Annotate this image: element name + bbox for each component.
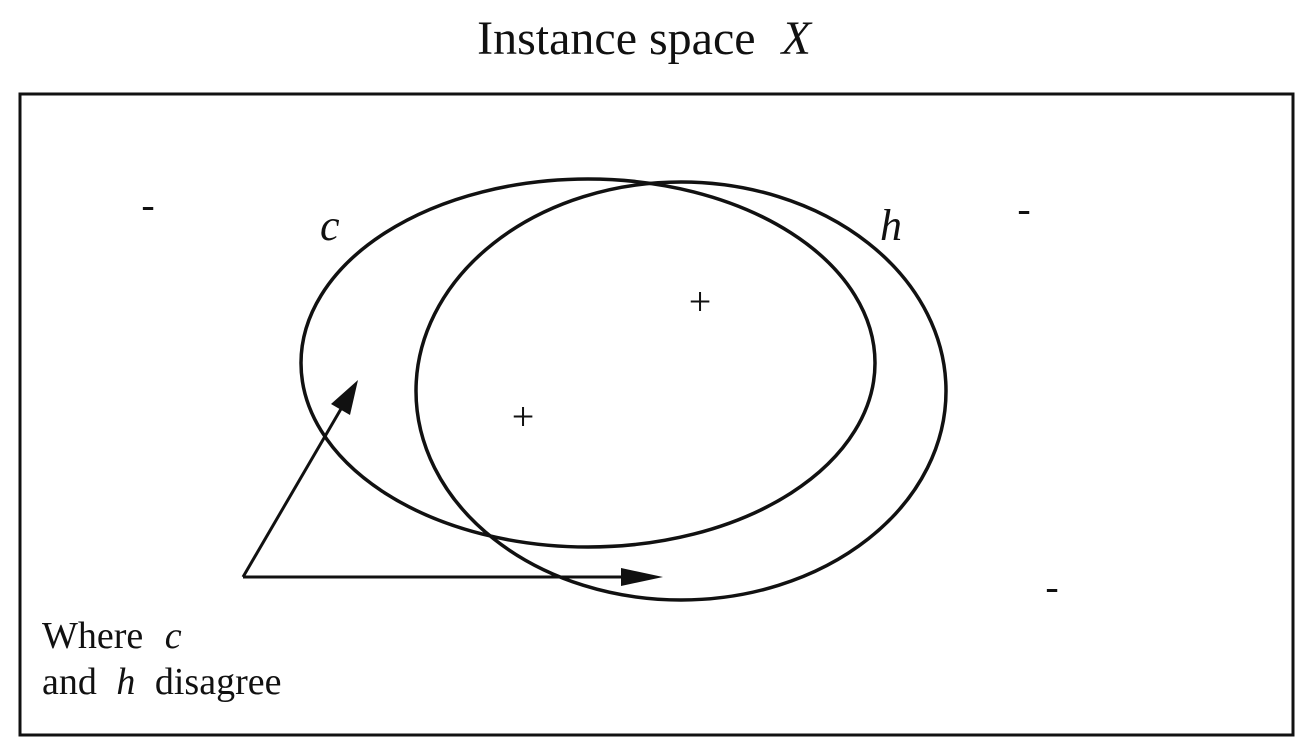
- ellipse-h: [414, 180, 948, 602]
- arrow-to-h-region: [243, 568, 663, 586]
- caption-line2-var: h: [116, 661, 135, 703]
- caption-line2-suffix: disagree: [155, 661, 282, 703]
- title-variable: X: [780, 12, 813, 65]
- instance-space-frame: [18, 92, 1295, 737]
- diagram-title: Instance space X: [477, 12, 813, 65]
- positive-example-upper: +: [689, 279, 712, 324]
- ellipse-c: [299, 177, 877, 549]
- caption-line-1: Where c: [42, 615, 182, 657]
- caption-line2-prefix: and: [42, 661, 97, 703]
- negative-example-top-right: -: [1017, 186, 1030, 231]
- caption-line-2: and h disagree: [42, 661, 281, 703]
- positive-example-lower: +: [512, 394, 535, 439]
- caption-line1-var: c: [165, 615, 182, 657]
- label-c: c: [320, 201, 340, 250]
- caption-line1-prefix: Where: [42, 615, 143, 657]
- negative-example-top-left: -: [141, 182, 154, 227]
- label-h: h: [880, 201, 902, 250]
- negative-example-bottom-right: -: [1045, 564, 1058, 609]
- arrow-to-c-region: [241, 380, 358, 578]
- title-text: Instance space: [477, 12, 756, 65]
